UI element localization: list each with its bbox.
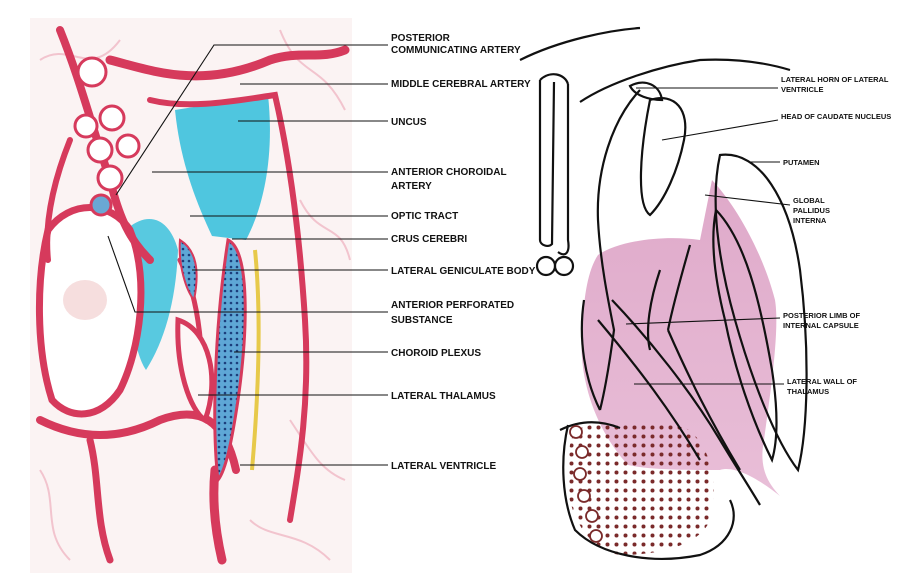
right-diagram xyxy=(520,28,807,559)
label-choroid-plexus: CHOROID PLEXUS xyxy=(391,348,481,359)
label-lateral-geniculate-body: LATERAL GENICULATE BODY xyxy=(391,266,536,277)
label-crus-cerebri: CRUS CEREBRI xyxy=(391,234,467,245)
label-lateral-thalamus: LATERAL THALAMUS xyxy=(391,391,496,402)
label-optic-tract: OPTIC TRACT xyxy=(391,211,458,222)
label-middle-cerebral-artery: MIDDLE CEREBRAL ARTERY xyxy=(391,79,531,90)
label-lateral-ventricle: LATERAL VENTRICLE xyxy=(391,461,497,472)
label-head-of-caudate-nucleus: HEAD OF CAUDATE NUCLEUS xyxy=(781,112,891,121)
label-uncus: UNCUS xyxy=(391,117,427,128)
left-illustration xyxy=(30,18,352,573)
label-putamen: PUTAMEN xyxy=(783,158,820,167)
